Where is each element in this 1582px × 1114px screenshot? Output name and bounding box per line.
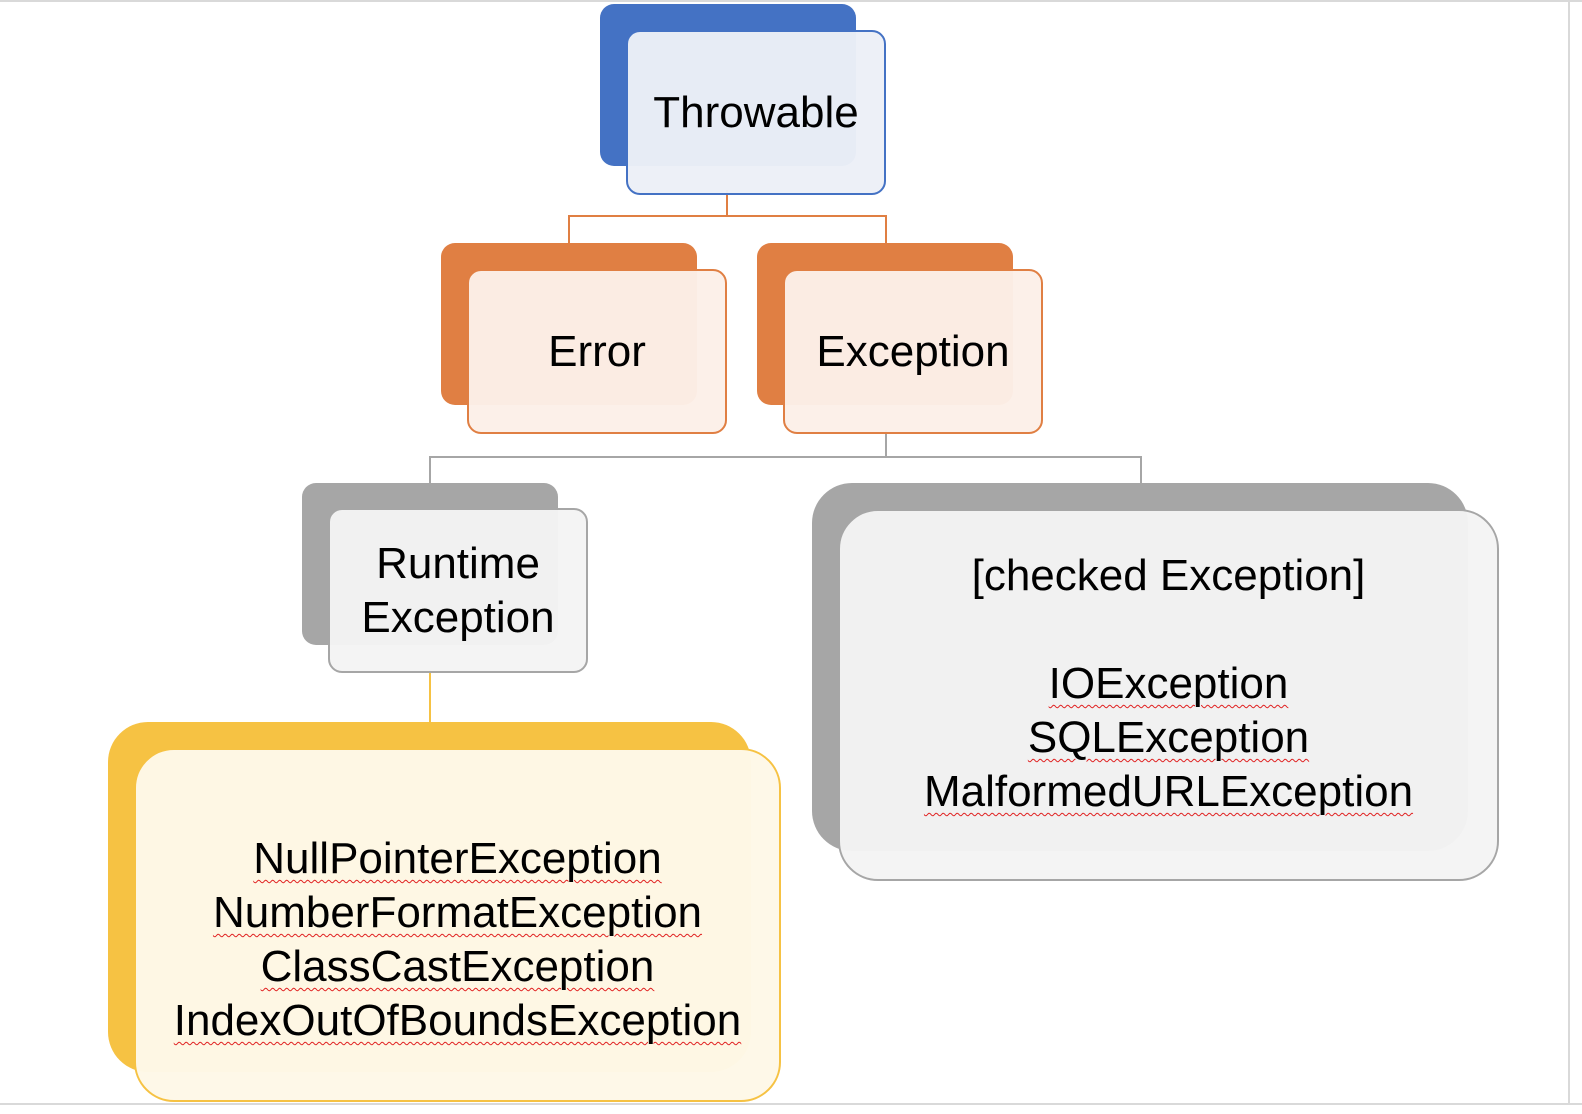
node-runtime-label-line-1: Runtime [376, 538, 540, 588]
runtime-subclass-item: NumberFormatException [212, 888, 703, 937]
checked-exception-item: SQLException [1027, 713, 1310, 762]
node-checked-exception-box: [checked Exception] IOException SQLExcep… [838, 509, 1499, 881]
runtime-subclass-item: ClassCastException [260, 942, 655, 991]
page-bottom-border [0, 1103, 1582, 1105]
node-runtime-subclasses-box: NullPointerException NumberFormatExcepti… [134, 748, 781, 1102]
node-exception-label: Exception [816, 326, 1010, 376]
connector-exception-checked [886, 456, 1142, 484]
checked-exception-item: IOException [1048, 659, 1289, 708]
node-error-label: Error [548, 326, 646, 376]
node-error-box: Error [467, 269, 727, 434]
page-top-border [0, 0, 1582, 2]
node-runtime-exception-box: Runtime Exception [328, 508, 588, 673]
runtime-subclass-item: IndexOutOfBoundsException [173, 996, 742, 1045]
page-right-border [1568, 0, 1570, 1105]
connector-exception-runtime [429, 430, 887, 484]
checked-exception-item: MalformedURLException [923, 767, 1414, 816]
node-runtime-label-line-2: Exception [361, 592, 555, 642]
connector-throwable-children [568, 190, 728, 244]
runtime-subclass-item: NullPointerException [253, 834, 662, 883]
node-exception-box: Exception [783, 269, 1043, 434]
connector-throwable-exception [727, 215, 887, 244]
node-throwable-label: Throwable [653, 87, 859, 137]
checked-exception-title: [checked Exception] [971, 551, 1366, 600]
node-throwable-box: Throwable [626, 30, 886, 195]
